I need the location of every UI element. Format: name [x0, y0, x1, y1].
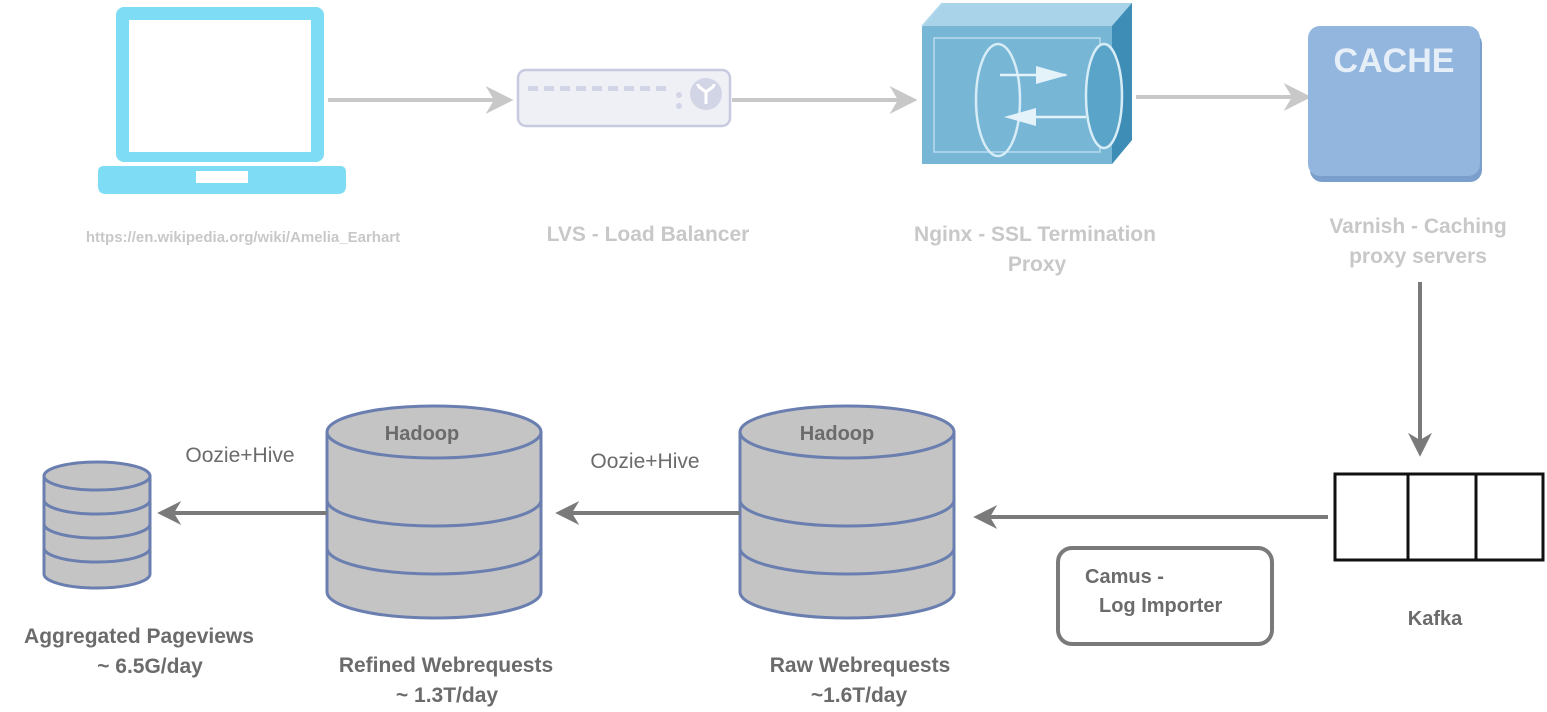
camus-label-line2: Log Importer — [1099, 595, 1223, 617]
raw-hadoop-database-icon — [738, 404, 956, 620]
load-balancer-icon — [516, 68, 732, 128]
nginx-label-line1: Nginx - SSL Termination — [914, 223, 1156, 246]
raw-label-line2: ~1.6T/day — [811, 684, 908, 707]
refined-cylinder-title: Hadoop — [385, 423, 459, 445]
oozie-hive-label-refined-aggregated: Oozie+Hive — [185, 444, 294, 467]
cache-icon: CACHE — [1308, 26, 1482, 182]
client-url-label: https://en.wikipedia.org/wiki/Amelia_Ear… — [86, 229, 400, 246]
lvs-label: LVS - Load Balancer — [547, 223, 750, 246]
refined-label-line1: Refined Webrequests — [339, 654, 553, 677]
nginx-label-line2: Proxy — [1008, 253, 1067, 276]
raw-cylinder-title: Hadoop — [800, 423, 874, 445]
oozie-hive-label-raw-refined: Oozie+Hive — [590, 450, 699, 473]
camus-importer-box — [1056, 546, 1274, 646]
kafka-queue-icon — [1333, 472, 1545, 562]
cache-badge: CACHE — [1334, 42, 1455, 80]
refined-hadoop-database-icon — [325, 404, 543, 620]
camus-label-line1: Camus - — [1085, 566, 1164, 588]
aggregated-label-line2: ~ 6.5G/day — [97, 655, 203, 678]
raw-label-line1: Raw Webrequests — [770, 654, 951, 677]
refined-label-line2: ~ 1.3T/day — [396, 684, 498, 707]
aggregated-database-icon — [42, 460, 152, 590]
varnish-label-line2: proxy servers — [1349, 245, 1487, 268]
nginx-proxy-icon — [921, 2, 1132, 164]
aggregated-label-line1: Aggregated Pageviews — [24, 625, 254, 648]
laptop-icon — [98, 7, 346, 194]
varnish-label-line1: Varnish - Caching — [1329, 215, 1506, 238]
kafka-label: Kafka — [1408, 608, 1463, 630]
